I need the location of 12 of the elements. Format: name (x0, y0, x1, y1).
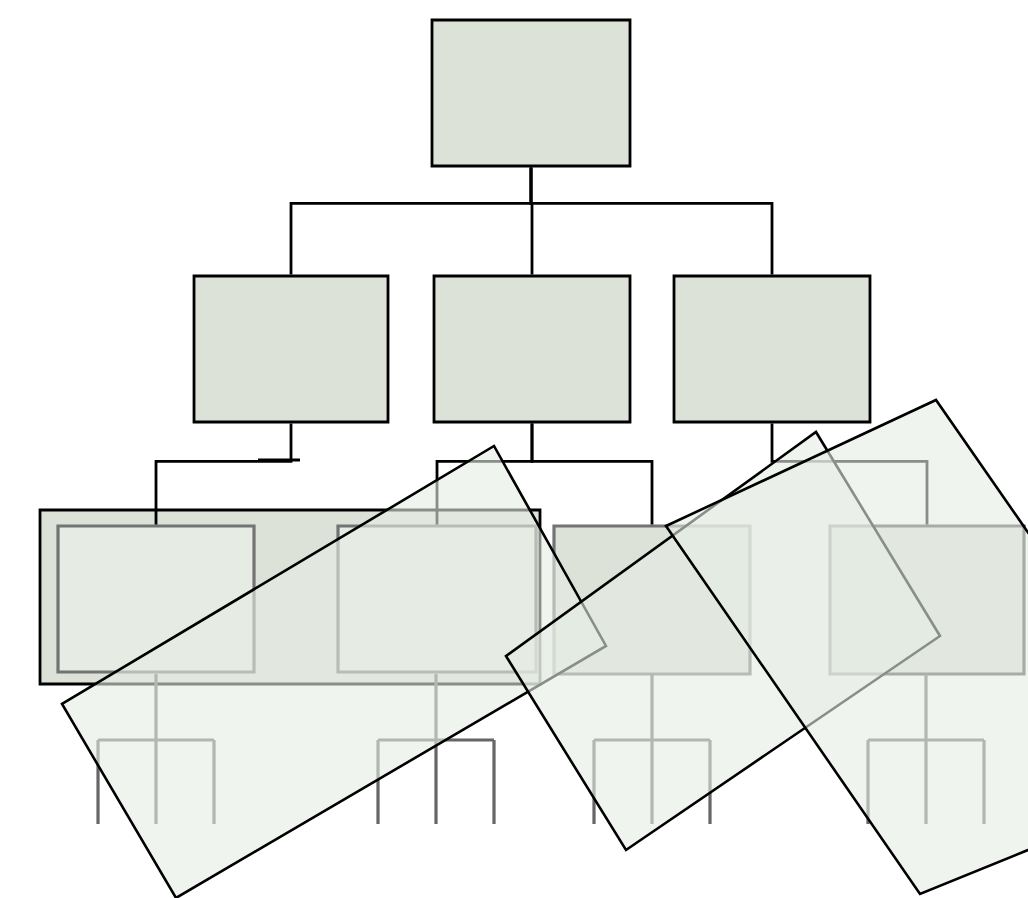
org-box (430, 18, 632, 168)
org-box (552, 524, 752, 676)
connector-line (154, 423, 293, 525)
connector-line (530, 423, 654, 525)
org-box (56, 524, 256, 674)
org-box (336, 524, 538, 674)
org-box (828, 524, 1026, 676)
connector-line (529, 167, 774, 275)
connector-line (770, 423, 929, 525)
org-box (432, 274, 632, 424)
org-box (672, 274, 872, 424)
org-box (192, 274, 390, 424)
